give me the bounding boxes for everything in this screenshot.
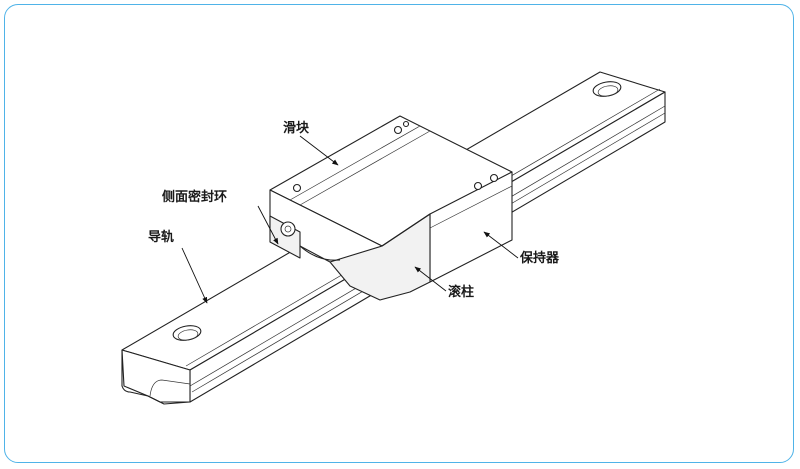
label-slider: 滑块 (283, 120, 339, 166)
rail-hole-near (172, 325, 202, 341)
slider-block (269, 115, 513, 301)
rail-hole-far (592, 81, 622, 97)
label-guide-rail-text: 导轨 (148, 229, 174, 245)
label-retainer: 保持器 (483, 231, 560, 266)
label-slider-text: 滑块 (283, 120, 310, 136)
label-roller-text: 滚柱 (448, 284, 474, 300)
label-side-seal: 侧面密封环 (162, 189, 279, 245)
label-retainer-text: 保持器 (519, 250, 560, 266)
label-guide-rail: 导轨 (148, 229, 208, 304)
label-side-seal-text: 侧面密封环 (162, 189, 227, 205)
label-roller: 滚柱 (414, 266, 474, 300)
